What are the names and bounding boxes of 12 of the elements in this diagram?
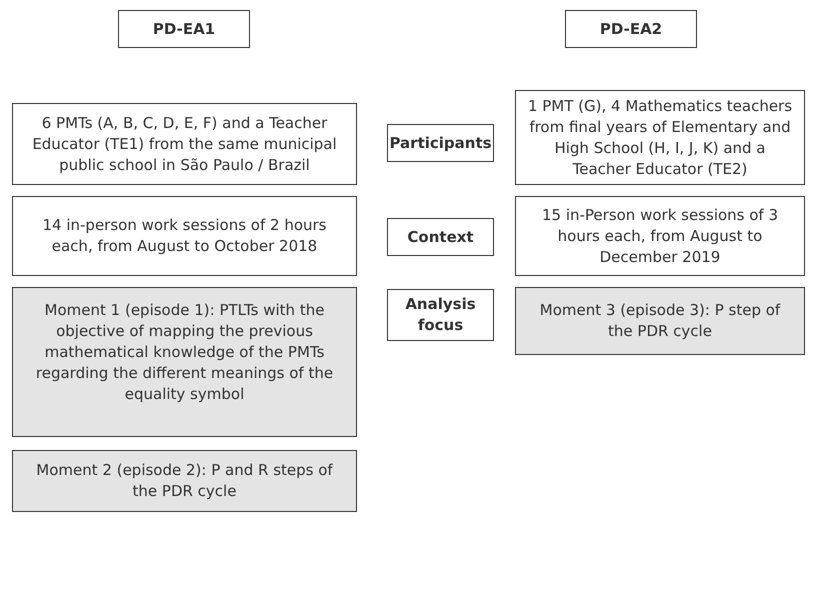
row-label-box: Participants <box>387 124 494 162</box>
header-box: PD-EA2 <box>565 10 697 48</box>
row-label-box: Analysis focus <box>387 289 494 341</box>
text-box: 6 PMTs (A, B, C, D, E, F) and a Teacher Educator (TE1) from the same municipal public school in São Paulo / Brazil <box>12 103 357 185</box>
shaded-text-box: Moment 3 (episode 3): P step of the PDR cycle <box>515 287 805 355</box>
header-box: PD-EA1 <box>118 10 250 48</box>
text-box: 14 in-person work sessions of 2 hours each, from August to October 2018 <box>12 196 357 276</box>
shaded-text-box: Moment 1 (episode 1): PTLTs with the objective of mapping the previous mathematical knowledge of the PMTs regarding the different meanings of the equality symbol <box>12 287 357 437</box>
shaded-text-box: Moment 2 (episode 2): P and R steps of the PDR cycle <box>12 450 357 512</box>
text-box: 15 in-Person work sessions of 3 hours each, from August to December 2019 <box>515 196 805 276</box>
row-label-box: Context <box>387 218 494 256</box>
text-box: 1 PMT (G), 4 Mathematics teachers from final years of Elementary and High School (H, I, J, K) and a Teacher Educator (TE2) <box>515 90 805 185</box>
